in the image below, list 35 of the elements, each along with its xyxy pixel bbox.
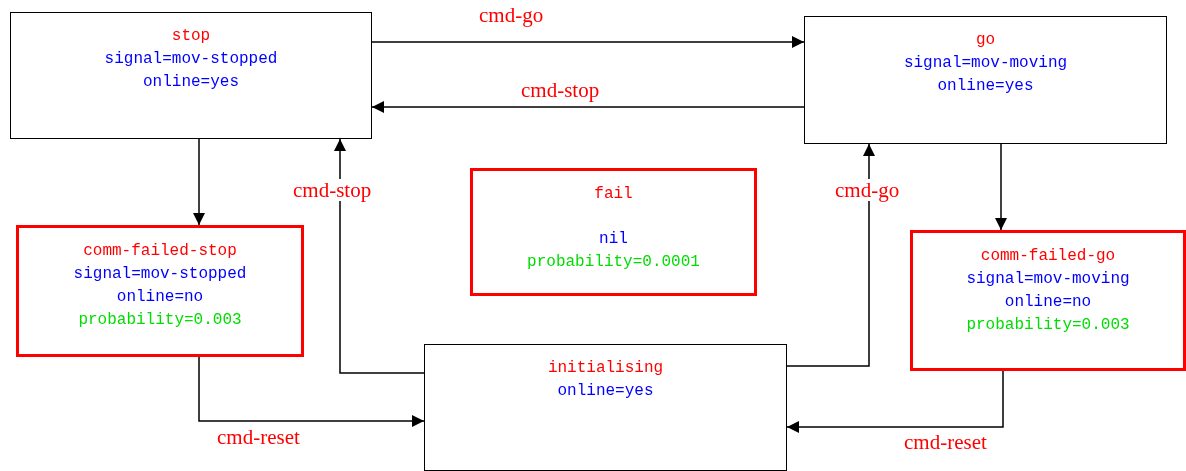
edge-label: cmd-stop bbox=[292, 179, 373, 201]
state-attribute: online=yes bbox=[557, 381, 654, 402]
failure-state-box bbox=[910, 230, 1186, 371]
state-attribute: signal=mov-stopped bbox=[73, 264, 247, 285]
arrow bbox=[995, 143, 1007, 231]
arrow bbox=[786, 370, 1004, 433]
state-attribute: online=yes bbox=[937, 76, 1034, 97]
arrow bbox=[193, 138, 205, 226]
arrow bbox=[371, 36, 805, 48]
state-attribute: signal=mov-moving bbox=[966, 269, 1130, 290]
state-box bbox=[424, 344, 787, 471]
state-attribute: online=no bbox=[116, 287, 204, 308]
edge-label: cmd-go bbox=[834, 179, 901, 201]
state-attribute: online=no bbox=[1004, 292, 1092, 313]
state-attribute: probability=0.003 bbox=[966, 315, 1130, 336]
failure-state-box bbox=[16, 225, 304, 357]
arrow bbox=[371, 101, 805, 113]
state-name: fail bbox=[594, 184, 633, 205]
state-name: comm-failed-go bbox=[980, 246, 1116, 267]
arrow bbox=[198, 356, 425, 427]
state-attribute: nil bbox=[599, 229, 628, 250]
state-attribute: signal=mov-stopped bbox=[104, 49, 278, 70]
arrow bbox=[334, 138, 425, 374]
arrow bbox=[786, 143, 875, 367]
state-name: initialising bbox=[547, 358, 664, 379]
state-attribute: online=yes bbox=[143, 72, 239, 93]
state-attribute: probability=0.003 bbox=[78, 310, 242, 331]
failure-state-box bbox=[470, 168, 757, 296]
state-box bbox=[10, 12, 372, 139]
state-name: go bbox=[975, 30, 996, 51]
state-box bbox=[804, 16, 1167, 144]
state-name: comm-failed-stop bbox=[83, 241, 237, 262]
state-attribute: signal=mov-moving bbox=[903, 53, 1068, 74]
state-name: stop bbox=[171, 26, 211, 47]
state-attribute: probability=0.0001 bbox=[527, 252, 700, 273]
